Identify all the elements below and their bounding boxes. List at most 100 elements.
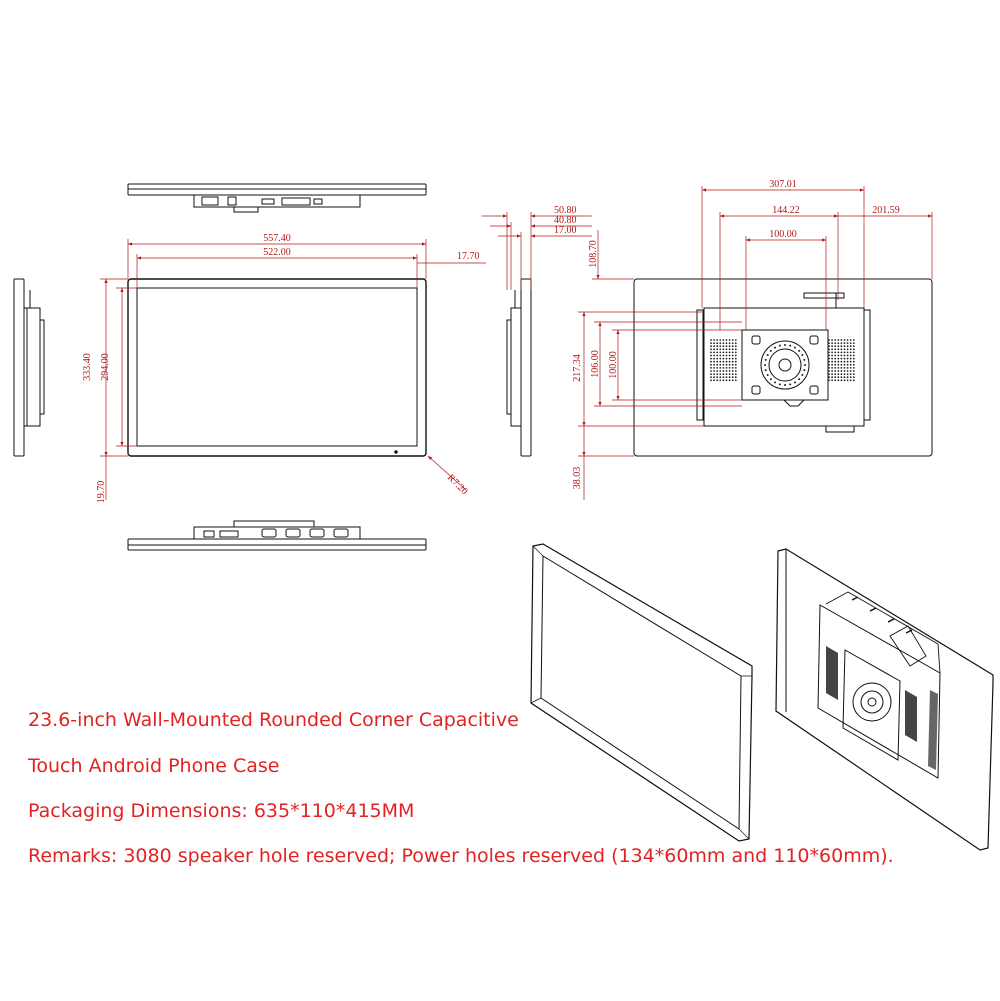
speaker-hole	[719, 376, 722, 379]
bottom-view	[127, 520, 427, 551]
dim-vesa-vertical: 100.00	[608, 351, 619, 379]
speaker-hole	[731, 370, 734, 372]
speaker-hole	[846, 348, 849, 351]
speaker-hole	[725, 357, 728, 360]
speaker-hole	[828, 360, 830, 363]
dim-back-vertical-1: 108.70	[588, 240, 599, 268]
speaker-hole	[710, 360, 712, 363]
speaker-hole	[852, 342, 855, 344]
speaker-hole	[722, 367, 725, 369]
speaker-hole	[843, 360, 846, 363]
speaker-hole	[713, 339, 715, 341]
speaker-hole	[728, 370, 731, 372]
dim-vesa-horizontal: 100.00	[769, 229, 797, 240]
speaker-hole	[846, 351, 849, 354]
speaker-hole	[716, 363, 719, 366]
speaker-hole	[722, 357, 725, 360]
speaker-hole	[843, 345, 846, 348]
front-dimension-lines	[100, 239, 486, 500]
speaker-hole	[846, 367, 849, 369]
speaker-hole	[719, 348, 722, 351]
speaker-hole	[713, 373, 715, 375]
speaker-hole	[831, 373, 833, 375]
speaker-hole	[837, 376, 840, 379]
speaker-hole	[725, 342, 728, 344]
speaker-hole	[734, 360, 737, 363]
speaker-hole	[834, 370, 837, 372]
speaker-hole	[725, 354, 728, 357]
speaker-hole	[710, 351, 712, 354]
speaker-hole	[722, 376, 725, 379]
speaker-hole	[849, 354, 852, 357]
speaker-hole	[834, 354, 837, 357]
speaker-hole	[734, 348, 737, 351]
speaker-hole	[725, 345, 728, 348]
speaker-hole	[843, 376, 846, 379]
speaker-hole	[828, 367, 830, 369]
speaker-hole	[846, 360, 849, 363]
speaker-hole	[722, 379, 725, 382]
speaker-hole	[728, 376, 731, 379]
speaker-hole	[710, 357, 712, 360]
speaker-hole	[728, 348, 731, 351]
speaker-hole	[710, 376, 712, 379]
speaker-hole	[734, 367, 737, 369]
speaker-hole	[846, 379, 849, 382]
caption-remarks: Remarks: 3080 speaker hole reserved; Pow…	[28, 845, 894, 867]
speaker-hole	[846, 354, 849, 357]
speaker-hole	[831, 351, 833, 354]
speaker-hole	[725, 351, 728, 354]
speaker-hole	[734, 373, 737, 375]
back-dimension-lines	[578, 186, 933, 500]
dim-front-width-screen: 522.00	[263, 247, 291, 258]
speaker-hole	[852, 360, 855, 363]
speaker-hole	[840, 342, 843, 344]
speaker-hole	[713, 342, 715, 344]
speaker-hole	[849, 360, 852, 363]
mount-vent-hole	[764, 358, 767, 361]
speaker-hole	[840, 367, 843, 369]
speaker-hole	[713, 351, 715, 354]
mount-vent-hole	[794, 346, 796, 349]
speaker-hole	[828, 373, 830, 375]
speaker-hole	[725, 339, 728, 341]
speaker-hole	[840, 363, 843, 366]
speaker-hole	[725, 348, 728, 351]
speaker-hole	[843, 370, 846, 372]
speaker-hole	[834, 339, 837, 341]
speaker-hole	[828, 354, 830, 357]
speaker-hole	[828, 342, 830, 344]
speaker-hole	[731, 354, 734, 357]
speaker-hole	[828, 363, 830, 366]
dim-bezel-bottom: 19.70	[96, 481, 107, 504]
dim-depth-bracket: 40.80	[554, 215, 577, 226]
speaker-hole	[834, 373, 837, 375]
speaker-hole	[849, 376, 852, 379]
mount-vent-hole	[766, 374, 769, 376]
speaker-hole	[719, 351, 722, 354]
speaker-hole	[831, 345, 833, 348]
speaker-hole	[849, 357, 852, 360]
dim-back-span-2: 144.22	[772, 205, 800, 216]
speaker-hole	[831, 348, 833, 351]
speaker-hole	[722, 345, 725, 348]
speaker-hole	[722, 348, 725, 351]
speaker-hole	[846, 357, 849, 360]
speaker-hole	[843, 357, 846, 360]
speaker-hole	[846, 342, 849, 344]
speaker-hole	[846, 373, 849, 375]
speaker-hole	[828, 345, 830, 348]
speaker-hole	[837, 367, 840, 369]
speaker-hole	[728, 367, 731, 369]
speaker-hole	[713, 367, 715, 369]
mount-vent-hole	[803, 369, 806, 372]
speaker-hole	[713, 370, 715, 372]
speaker-hole	[843, 354, 846, 357]
speaker-hole	[728, 345, 731, 348]
speaker-hole	[849, 370, 852, 372]
speaker-hole	[716, 345, 719, 348]
speaker-hole	[710, 363, 712, 366]
speaker-hole	[722, 351, 725, 354]
speaker-hole	[710, 373, 712, 375]
